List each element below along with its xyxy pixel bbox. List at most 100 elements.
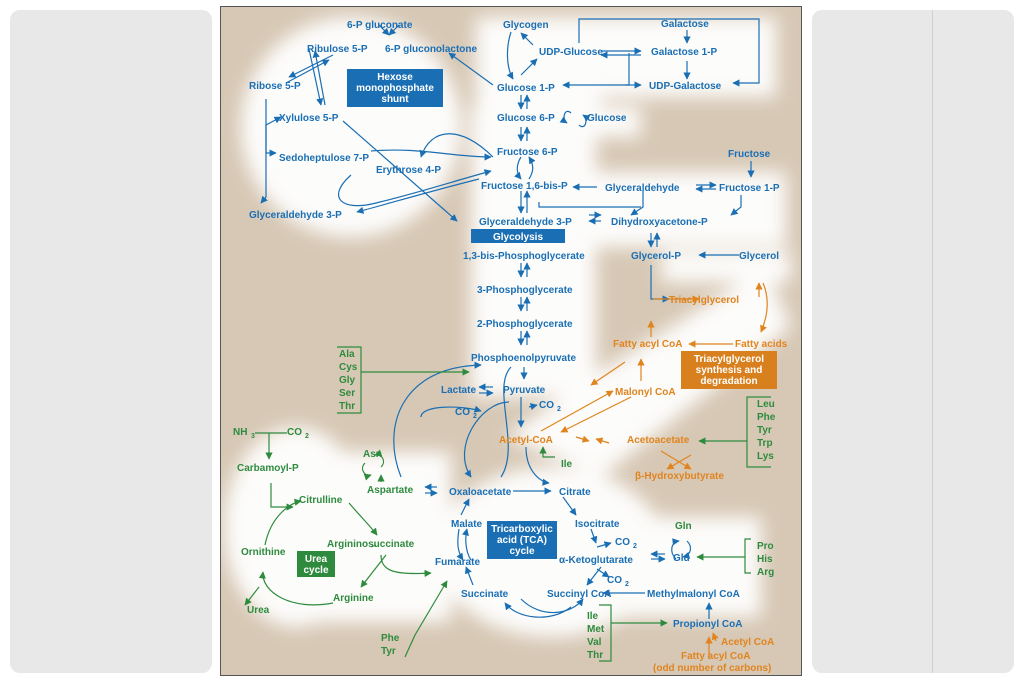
label-udp-galactose: UDP-Galactose <box>649 81 722 92</box>
label-xylulose-5p: Xylulose 5-P <box>279 113 339 124</box>
pathway-map: Hexose monophosphate shunt Glycolysis Tr… <box>224 17 791 674</box>
aa-cys: Cys <box>339 362 358 373</box>
glycolysis-label: Glycolysis <box>493 232 543 243</box>
label-fructose-1p: Fructose 1-P <box>719 183 780 194</box>
svg-text:NH: NH <box>233 427 247 438</box>
hexose-shunt-box: Hexose monophosphate shunt <box>347 69 443 107</box>
metabolism-diagram: Hexose monophosphate shunt Glycolysis Tr… <box>220 6 802 676</box>
label-oxaloacetate: Oxaloacetate <box>449 487 512 498</box>
label-glu: Glu <box>673 553 690 564</box>
aa-his: His <box>757 554 773 565</box>
right-panel-divider <box>932 10 933 673</box>
label-arginine: Arginine <box>333 593 374 604</box>
label-13-bpg: 1,3-bis-Phosphoglycerate <box>463 251 585 262</box>
label-ribose-5p: Ribose 5-P <box>249 81 301 92</box>
label-odd-carbons: (odd number of carbons) <box>653 663 771 674</box>
left-backdrop-panel <box>10 10 212 673</box>
label-galactose-1p: Galactose 1-P <box>651 47 717 58</box>
carbohydrate-labels: 6-P gluconate Ribulose 5-P 6-P gluconola… <box>249 19 780 630</box>
aa-phe-2: Phe <box>381 633 400 644</box>
label-ornithine: Ornithine <box>241 547 286 558</box>
label-triacylglycerol: Triacylglycerol <box>669 295 739 306</box>
label-nh3: NH 3 <box>233 427 255 440</box>
svg-text:2: 2 <box>305 433 309 440</box>
aa-met: Met <box>587 624 605 635</box>
label-co2-isocitrate: CO 2 <box>615 537 637 550</box>
aa-ile-2: Ile <box>587 611 599 622</box>
label-citrate: Citrate <box>559 487 591 498</box>
label-argininosuccinate: Argininosuccinate <box>327 539 415 550</box>
aa-lys: Lys <box>757 451 774 462</box>
lipid-arrows <box>540 282 768 659</box>
label-isocitrate: Isocitrate <box>575 519 620 530</box>
label-sedoheptulose-7p: Sedoheptulose 7-P <box>279 153 369 164</box>
svg-text:3: 3 <box>251 433 255 440</box>
svg-text:2: 2 <box>473 413 477 420</box>
label-gln: Gln <box>675 521 692 532</box>
urea-cycle-line-2: cycle <box>303 565 328 576</box>
aa-pro: Pro <box>757 541 774 552</box>
label-succinate: Succinate <box>461 589 509 600</box>
right-backdrop-panel <box>812 10 1014 673</box>
aa-thr-2: Thr <box>587 650 603 661</box>
tca-line-3: cycle <box>509 546 534 557</box>
label-lactate: Lactate <box>441 385 476 396</box>
label-citrulline: Citrulline <box>299 495 343 506</box>
aa-tyr-2: Tyr <box>381 646 396 657</box>
label-udp-glucose: UDP-Glucose <box>539 47 603 58</box>
label-glucose-1p: Glucose 1-P <box>497 83 555 94</box>
aa-val: Val <box>587 637 602 648</box>
label-hydroxybutyrate: β-Hydroxybutyrate <box>635 471 724 482</box>
label-succinyl-coa: Succinyl CoA <box>547 589 611 600</box>
lipid-labels: Triacylglycerol Fatty acyl CoA Fatty aci… <box>499 295 788 674</box>
carbohydrate-arrows <box>260 18 760 619</box>
label-glucose-6p: Glucose 6-P <box>497 113 555 124</box>
svg-text:CO: CO <box>607 575 622 586</box>
aa-thr: Thr <box>339 401 355 412</box>
svg-text:2: 2 <box>633 543 637 550</box>
label-propionyl-coa: Propionyl CoA <box>673 619 742 630</box>
label-6p-gluconate: 6-P gluconate <box>347 20 413 31</box>
aa-tyr: Tyr <box>757 425 772 436</box>
label-co2-pyruvate: CO 2 <box>539 400 561 413</box>
label-co2-urea: CO 2 <box>287 427 309 440</box>
label-acetyl-coa: Acetyl-CoA <box>499 435 553 446</box>
hexose-shunt-line-1: Hexose <box>377 72 413 83</box>
svg-text:CO: CO <box>455 407 470 418</box>
aa-leu: Leu <box>757 399 775 410</box>
tca-box: Tricarboxylic acid (TCA) cycle <box>487 521 557 559</box>
label-fatty-acyl-coa: Fatty acyl CoA <box>613 339 682 350</box>
label-fatty-acids: Fatty acids <box>735 339 788 350</box>
label-fumarate: Fumarate <box>435 557 480 568</box>
label-carbamoyl-p: Carbamoyl-P <box>237 463 299 474</box>
label-aspartate: Aspartate <box>367 485 414 496</box>
label-pyruvate: Pyruvate <box>503 385 546 396</box>
tag-box-line-2: synthesis and <box>696 365 763 376</box>
label-methylmalonyl-coa: Methylmalonyl CoA <box>647 589 740 600</box>
label-acetoacetate: Acetoacetate <box>627 435 690 446</box>
tag-synthesis-box: Triacylglycerol synthesis and degradatio… <box>681 351 777 389</box>
label-ribulose-5p: Ribulose 5-P <box>307 44 368 55</box>
label-urea: Urea <box>247 605 270 616</box>
tag-box-line-1: Triacylglycerol <box>694 354 764 365</box>
aa-ile: Ile <box>561 459 573 470</box>
glycolysis-box: Glycolysis <box>471 229 565 243</box>
label-pep: Phosphoenolpyruvate <box>471 353 576 364</box>
label-galactose: Galactose <box>661 19 709 30</box>
label-akg: α-Ketoglutarate <box>559 555 633 566</box>
svg-text:CO: CO <box>539 400 554 411</box>
label-glycerol: Glycerol <box>739 251 779 262</box>
label-glyceraldehyde-3p: Glyceraldehyde 3-P <box>479 217 572 228</box>
aa-ala: Ala <box>339 349 355 360</box>
label-6p-gluconolactone: 6-P gluconolactone <box>385 44 477 55</box>
label-fructose-6p: Fructose 6-P <box>497 147 558 158</box>
urea-cycle-box: Urea cycle <box>297 551 335 577</box>
amino-acid-arrows <box>244 346 771 662</box>
label-malonyl-coa: Malonyl CoA <box>615 387 676 398</box>
label-fructose: Fructose <box>728 149 771 160</box>
label-glyceraldehyde: Glyceraldehyde <box>605 183 680 194</box>
label-acetyl-coa-small: Acetyl CoA <box>721 637 774 648</box>
svg-text:2: 2 <box>557 406 561 413</box>
label-asn: Asn <box>363 449 382 460</box>
